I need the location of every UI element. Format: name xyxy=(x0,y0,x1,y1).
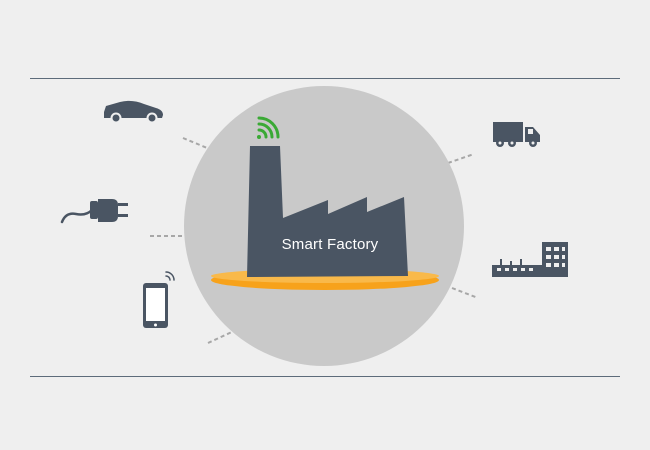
smartphone-icon xyxy=(143,271,175,328)
delivery-truck-icon xyxy=(493,122,540,147)
power-plug-icon xyxy=(60,199,128,224)
warehouse-building-icon xyxy=(492,242,568,277)
bottom-divider-line xyxy=(30,376,620,377)
connector-phone xyxy=(207,329,237,344)
car-icon xyxy=(104,100,163,124)
top-divider-line xyxy=(30,78,620,79)
connector-warehouse xyxy=(451,287,479,299)
factory-building-icon xyxy=(247,146,408,277)
factory-label: Smart Factory xyxy=(281,236,379,253)
connector-car xyxy=(182,137,213,151)
wifi-signal-icon xyxy=(257,116,280,139)
connector-truck xyxy=(447,153,475,164)
